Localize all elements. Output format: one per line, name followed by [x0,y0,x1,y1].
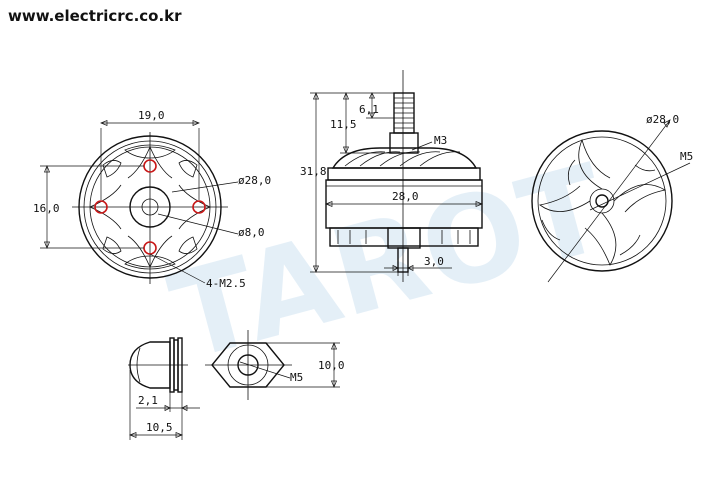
brand-watermark: TAROT [158,139,621,388]
front-view-dimensions: 19,0 16,0 ø28,0 ø8,0 4-M2.5 [33,109,271,290]
front-outer-diameter-label: ø28,0 [238,174,271,187]
front-screw-label: 4-M2.5 [206,277,246,290]
nut-thread-label: M5 [290,371,303,384]
top-shaft-label: M5 [680,150,693,163]
side-base-shaft-label: 3,0 [424,255,444,268]
site-url: www.electricrc.co.kr [8,7,182,25]
nut-lip-label: 2,1 [138,394,158,407]
nut-height-label: 10,0 [318,359,345,372]
front-height-label: 16,0 [33,202,60,215]
top-diameter-label: ø28,0 [646,113,679,126]
front-width-label: 19,0 [138,109,165,122]
mount-hole-left [94,200,108,214]
mount-hole-right [192,200,206,214]
side-thread-length-label: 6,1 [359,103,379,116]
side-view-dimensions: 31,8 11,5 6,1 M3 28,0 3,0 [300,92,483,276]
side-body-width-label: 28,0 [392,190,419,203]
nut-side-dimensions: 10,5 2,1 [129,370,200,440]
front-inner-diameter-label: ø8,0 [238,226,265,239]
top-view [531,130,673,272]
side-shaft-height-label: 11,5 [330,118,357,131]
nut-width-label: 10,5 [146,421,173,434]
side-thread-label: M3 [434,134,447,147]
side-view [325,70,483,282]
side-total-height-label: 31,8 [300,165,327,178]
nut-side-view [128,337,188,393]
top-view-dimensions: ø28,0 M5 [547,113,693,283]
nut-front-dimensions: 10,0 M5 [239,342,345,388]
